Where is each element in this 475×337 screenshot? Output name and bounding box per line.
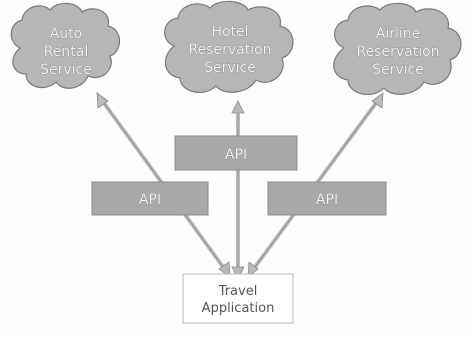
travel-application-line1: Travel [218, 284, 258, 299]
airline-reservation-line3: Service [372, 62, 424, 78]
airline-reservation-line2: Reservation [356, 44, 439, 60]
cloud-airline-reservation-service: Airline Reservation Service [333, 2, 462, 96]
cloud-hotel-reservation-service: Hotel Reservation Service [164, 0, 294, 94]
airline-reservation-line1: Airline [376, 26, 421, 42]
cloud-shape-auto [10, 2, 121, 89]
arrow-head-hotel-bottom [231, 266, 245, 280]
api-box-center: API [174, 135, 298, 171]
auto-rental-line2: Rental [44, 44, 89, 60]
arrow-head-airline-bottom [247, 261, 259, 278]
arrow-app-to-hotel-reservation [231, 100, 245, 280]
hotel-reservation-line3: Service [204, 60, 256, 76]
arrow-head-hotel-top [231, 100, 245, 114]
cloud-auto-rental-service: Auto Rental Service [10, 2, 121, 89]
api-box-left: API [91, 181, 209, 216]
arrow-head-airline-top [371, 92, 384, 109]
auto-rental-line3: Service [40, 62, 92, 78]
hotel-reservation-line1: Hotel [211, 24, 248, 40]
api-label-center: API [225, 147, 247, 163]
travel-application-line2: Application [202, 301, 275, 316]
api-box-right: API [267, 181, 387, 216]
arrow-head-auto-top [96, 92, 109, 109]
api-label-left: API [139, 192, 161, 208]
auto-rental-line1: Auto [50, 26, 83, 42]
hotel-reservation-line2: Reservation [188, 42, 271, 58]
cloud-shape-hotel [164, 0, 294, 94]
cloud-shape-airline [333, 2, 462, 96]
api-label-right: API [316, 192, 338, 208]
arrow-head-auto-bottom [218, 261, 231, 278]
travel-application-box: Travel Application [182, 273, 294, 324]
